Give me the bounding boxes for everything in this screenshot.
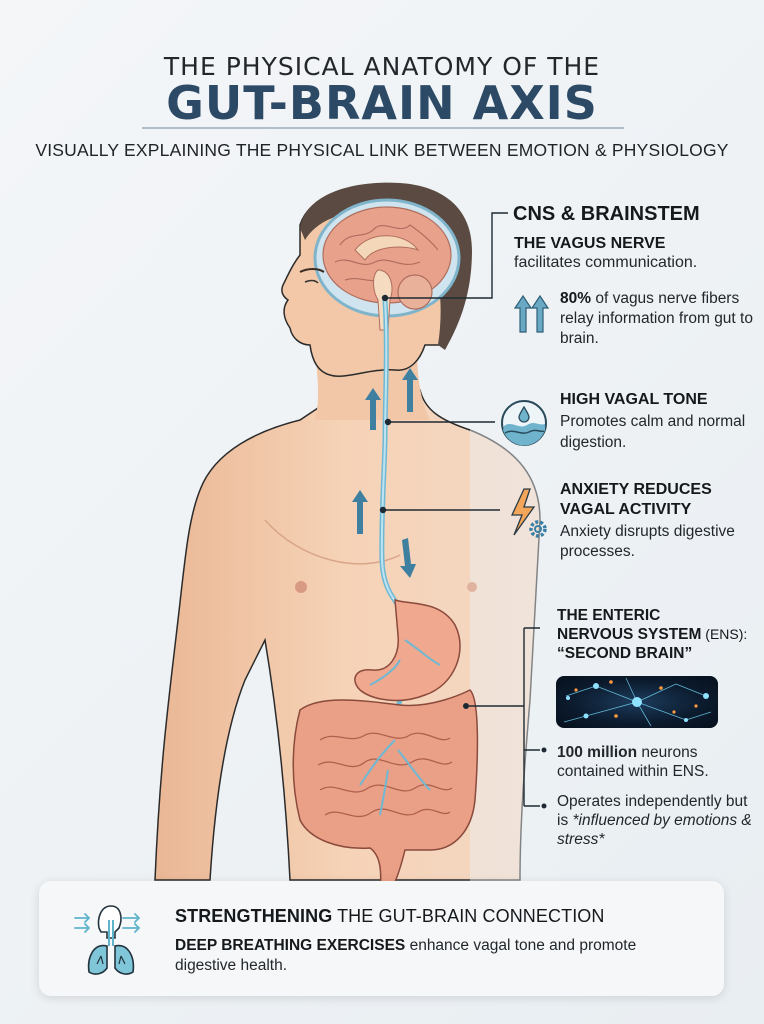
card-body-rest: enhance vagal tone and promote digestive… xyxy=(175,937,637,974)
ens-abbr: (ENS): xyxy=(701,626,748,642)
vagus-nerve-callout: THE VAGUS NERVE facilitates communicatio… xyxy=(514,235,754,273)
anxiety-callout: ANXIETY REDUCES VAGAL ACTIVITY Anxiety d… xyxy=(560,480,760,562)
cns-brainstem-label: CNS & BRAINSTEM xyxy=(513,203,700,225)
neurons-callout: 100 million neurons contained within ENS… xyxy=(557,743,757,781)
fibers-stat: 80% xyxy=(560,290,592,307)
ens-title-line3: “SECOND BRAIN” xyxy=(557,645,693,662)
neuron-network-image xyxy=(556,676,718,728)
operates-italic: *influenced by emotions & stress* xyxy=(557,812,752,848)
subtitle: VISUALLY EXPLAINING THE PHYSICAL LINK BE… xyxy=(35,140,729,160)
fibers-text: of vagus nerve fibers relay information … xyxy=(560,290,753,347)
anxiety-title-line1: ANXIETY REDUCES xyxy=(560,481,712,498)
neurons-text: neurons contained within ENS. xyxy=(557,744,709,780)
neurons-stat: 100 million xyxy=(557,744,638,761)
vagus-nerve-title: THE VAGUS NERVE xyxy=(514,235,666,252)
card-body: DEEP BREATHING EXERCISES enhance vagal t… xyxy=(175,936,695,976)
vagus-nerve-text: facilitates communication. xyxy=(514,254,698,271)
anxiety-text: Anxiety disrupts digestive processes. xyxy=(560,523,735,560)
anatomy-illustration xyxy=(0,170,764,890)
ens-title-line2: NERVOUS SYSTEM xyxy=(557,626,702,643)
high-vagal-tone-text: Promotes calm and normal digestion. xyxy=(560,413,746,451)
high-vagal-tone-title: HIGH VAGAL TONE xyxy=(560,391,708,408)
card-body-bold: DEEP BREATHING EXERCISES xyxy=(175,937,406,954)
lungs-breathing-icon xyxy=(71,898,151,983)
water-drop-wave-icon xyxy=(499,398,549,453)
page-title: GUT-BRAIN AXIS xyxy=(166,76,598,130)
operates-callout: Operates independently but is *influence… xyxy=(557,792,762,849)
operates-text: Operates independently but is xyxy=(557,793,748,829)
card-title: STRENGTHENING THE GUT-BRAIN CONNECTION xyxy=(175,906,605,927)
title-top: THE PHYSICAL ANATOMY OF THE xyxy=(163,52,601,81)
ens-title-line1: THE ENTERIC xyxy=(557,607,661,624)
high-vagal-tone-callout: HIGH VAGAL TONE Promotes calm and normal… xyxy=(560,391,760,453)
ens-callout: THE ENTERIC NERVOUS SYSTEM (ENS): “SECON… xyxy=(557,606,762,663)
double-up-arrow-icon xyxy=(513,294,550,339)
anxiety-title-line2: VAGAL ACTIVITY xyxy=(560,501,692,518)
title-divider xyxy=(142,127,624,129)
strengthening-card: STRENGTHENING THE GUT-BRAIN CONNECTION D… xyxy=(39,881,724,996)
card-title-bold: STRENGTHENING xyxy=(175,906,333,926)
fibers-callout: 80% of vagus nerve fibers relay informat… xyxy=(560,289,760,349)
card-title-rest: THE GUT-BRAIN CONNECTION xyxy=(332,906,605,926)
lightning-gear-icon xyxy=(506,487,550,550)
